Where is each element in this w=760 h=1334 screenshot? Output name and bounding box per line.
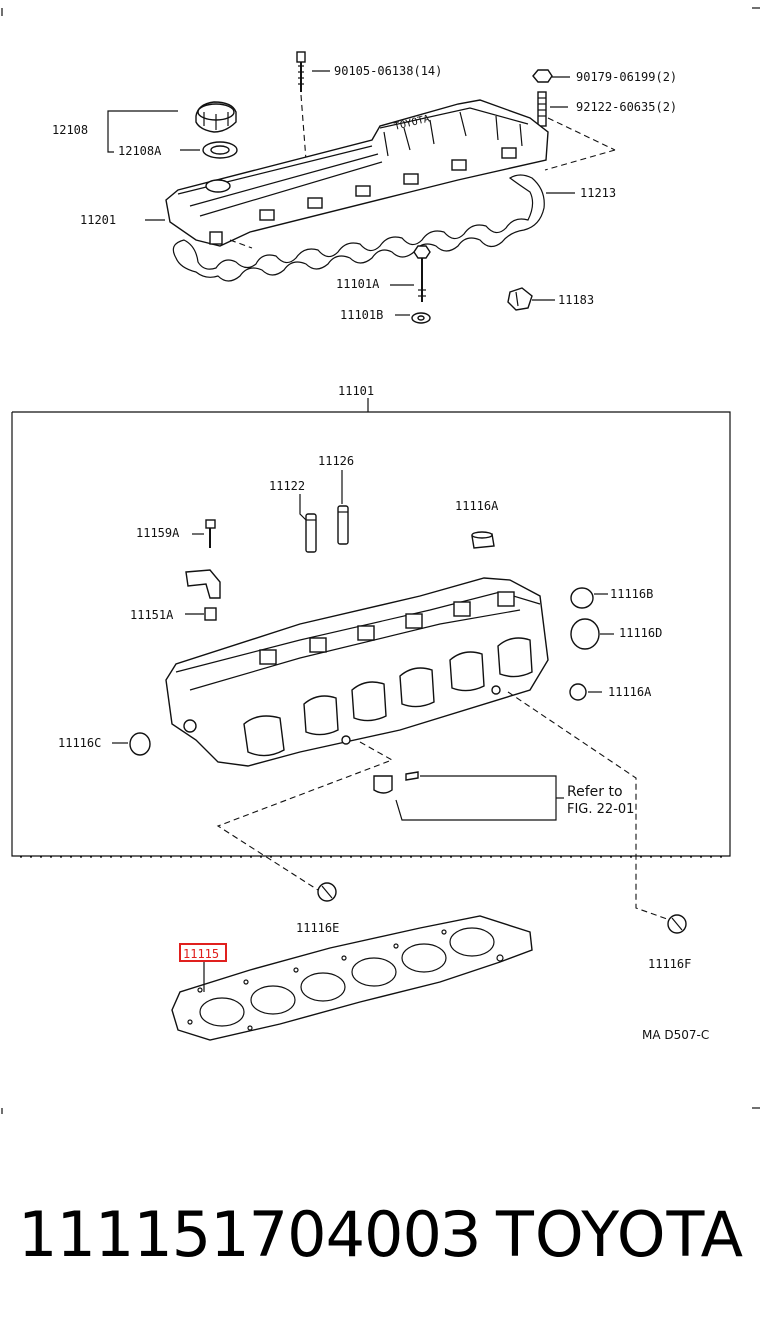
corner-marks (1, 7, 760, 1114)
label-11201[interactable]: 11201 (80, 213, 116, 227)
cam-journals (259, 591, 515, 665)
highlight-box-11115 (179, 943, 227, 962)
washer-11101B[interactable] (395, 312, 431, 324)
head-cover-gasket[interactable] (172, 174, 575, 282)
label-11101A[interactable]: 11101A (336, 277, 380, 291)
label-11122[interactable]: 11122 (269, 479, 305, 493)
refer-parts (373, 771, 564, 821)
cylinder-head-gasket[interactable] (171, 915, 533, 1041)
label-11116E[interactable]: 11116E (296, 921, 339, 935)
label-11115[interactable]: 11115 (183, 947, 219, 961)
insert-11151A[interactable] (185, 607, 217, 621)
plug-11116A-right[interactable] (569, 683, 602, 701)
grommet-11183[interactable] (507, 287, 555, 311)
cylinder-head-group (112, 470, 671, 921)
refer-line-1: Refer to (567, 784, 623, 800)
footer: 11115170400З TOYOTA (0, 1190, 760, 1280)
head-cover-group: TOYOTA (107, 51, 616, 324)
plug-11116A-top[interactable] (471, 531, 495, 549)
valve-guide-11126[interactable] (337, 470, 349, 545)
cylinder-head-box (11, 398, 731, 858)
part-number: 11115170400З (18, 1198, 481, 1271)
callout-labels: 90105-06138(14) 90179-06199(2) 92122-606… (52, 64, 709, 1042)
valve-guide-11122[interactable] (299, 494, 317, 553)
plug-11116F[interactable] (667, 914, 687, 934)
label-11101B[interactable]: 11101B (340, 308, 383, 322)
cylinder-head[interactable] (165, 577, 549, 767)
label-11101[interactable]: 11101 (338, 384, 374, 398)
filler-cap-gasket[interactable] (202, 141, 238, 159)
bracket[interactable] (185, 569, 221, 599)
parts-diagram: TOYOTA (1, 7, 760, 1114)
nut-90179[interactable] (532, 69, 570, 83)
label-11116A-top[interactable]: 11116A (455, 499, 499, 513)
head-bolt-11101A[interactable] (390, 245, 431, 302)
label-12108[interactable]: 12108 (52, 123, 88, 137)
label-11183[interactable]: 11183 (558, 293, 594, 307)
label-11151A[interactable]: 11151A (130, 608, 174, 622)
label-11116F[interactable]: 11116F (648, 957, 691, 971)
head-ports (243, 637, 533, 757)
refer-line-2: FIG. 22-01 (567, 802, 634, 817)
label-12108A[interactable]: 12108A (118, 144, 162, 158)
bolt-90105[interactable] (296, 51, 307, 161)
label-90105[interactable]: 90105-06138(14) (334, 64, 442, 78)
label-11116D[interactable]: 11116D (619, 626, 662, 640)
plug-11116D[interactable] (570, 618, 614, 650)
label-11126[interactable]: 11126 (318, 454, 354, 468)
stud-92122[interactable] (537, 91, 616, 171)
label-11116B[interactable]: 11116B (610, 587, 653, 601)
label-92122[interactable]: 92122-60635(2) (576, 100, 677, 114)
plug-11116B[interactable] (570, 587, 608, 609)
diagram-code: MA D507-C (642, 1028, 709, 1042)
plug-11116E[interactable] (317, 882, 337, 902)
label-11116A-right[interactable]: 11116A (608, 685, 652, 699)
oil-filler-cap[interactable] (195, 101, 237, 133)
brand-name: TOYOTA (495, 1198, 744, 1271)
label-11159A[interactable]: 11159A (136, 526, 180, 540)
label-11116C[interactable]: 11116C (58, 736, 101, 750)
plug-11116C[interactable] (112, 732, 151, 756)
label-90179[interactable]: 90179-06199(2) (576, 70, 677, 84)
label-11213[interactable]: 11213 (580, 186, 616, 200)
cylinder-head-cover[interactable]: TOYOTA (165, 99, 549, 247)
stud-11159A[interactable] (192, 519, 216, 548)
